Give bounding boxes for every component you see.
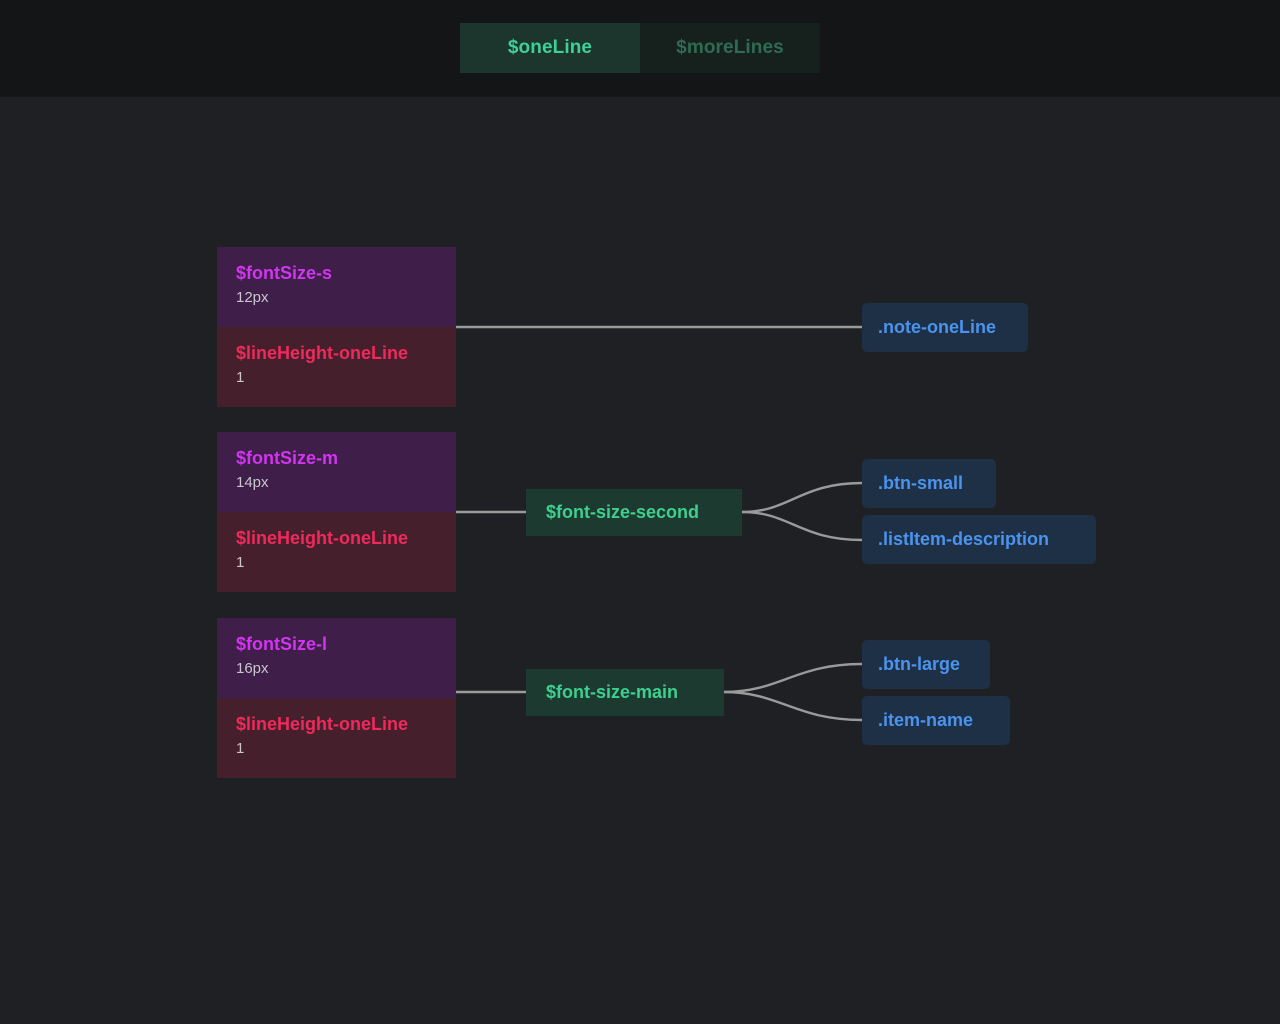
token-name: $fontSize-l xyxy=(236,634,328,654)
consumer-node-listitem-description[interactable]: .listItem-description xyxy=(862,515,1096,564)
alias-node-font-size-main[interactable]: $font-size-main xyxy=(526,669,724,716)
header-bar: $oneLine $moreLines xyxy=(0,0,1280,97)
token-lineheight-oneline[interactable]: $lineHeight-oneLine 1 xyxy=(217,512,456,592)
token-group-small[interactable]: $fontSize-s 12px $lineHeight-oneLine 1 xyxy=(217,247,456,407)
token-value: 1 xyxy=(236,369,245,386)
token-lineheight-oneline[interactable]: $lineHeight-oneLine 1 xyxy=(217,327,456,407)
token-name: $fontSize-s xyxy=(236,263,333,283)
consumer-node-item-name[interactable]: .item-name xyxy=(862,696,1010,745)
token-value: 12px xyxy=(236,289,269,306)
tab-strip: $oneLine $moreLines xyxy=(460,23,820,73)
token-fontsize-m[interactable]: $fontSize-m 14px xyxy=(217,432,456,512)
tab-one-line[interactable]: $oneLine xyxy=(460,23,640,73)
token-value: 14px xyxy=(236,474,269,491)
alias-node-font-size-second[interactable]: $font-size-second xyxy=(526,489,742,536)
edge-main-to-btn-large xyxy=(722,662,864,694)
graph-canvas[interactable]: $fontSize-s 12px $lineHeight-oneLine 1 $… xyxy=(0,97,1280,1024)
token-name: $fontSize-m xyxy=(236,448,339,468)
token-value: 1 xyxy=(236,554,245,571)
edge-second-to-listitem xyxy=(740,510,864,542)
tab-more-lines[interactable]: $moreLines xyxy=(640,23,820,73)
token-name: $lineHeight-oneLine xyxy=(236,343,409,363)
edge-second-to-btn-small xyxy=(740,481,864,514)
token-group-large[interactable]: $fontSize-l 16px $lineHeight-oneLine 1 xyxy=(217,618,456,778)
token-name: $lineHeight-oneLine xyxy=(236,528,409,548)
token-fontsize-l[interactable]: $fontSize-l 16px xyxy=(217,618,456,698)
token-value: 16px xyxy=(236,660,269,677)
edge-main-to-item-name xyxy=(722,690,864,722)
consumer-node-btn-large[interactable]: .btn-large xyxy=(862,640,990,689)
consumer-node-btn-small[interactable]: .btn-small xyxy=(862,459,996,508)
token-lineheight-oneline[interactable]: $lineHeight-oneLine 1 xyxy=(217,698,456,778)
token-fontsize-s[interactable]: $fontSize-s 12px xyxy=(217,247,456,327)
token-group-medium[interactable]: $fontSize-m 14px $lineHeight-oneLine 1 xyxy=(217,432,456,592)
token-name: $lineHeight-oneLine xyxy=(236,714,409,734)
token-value: 1 xyxy=(236,740,245,757)
consumer-node-note-oneline[interactable]: .note-oneLine xyxy=(862,303,1028,352)
